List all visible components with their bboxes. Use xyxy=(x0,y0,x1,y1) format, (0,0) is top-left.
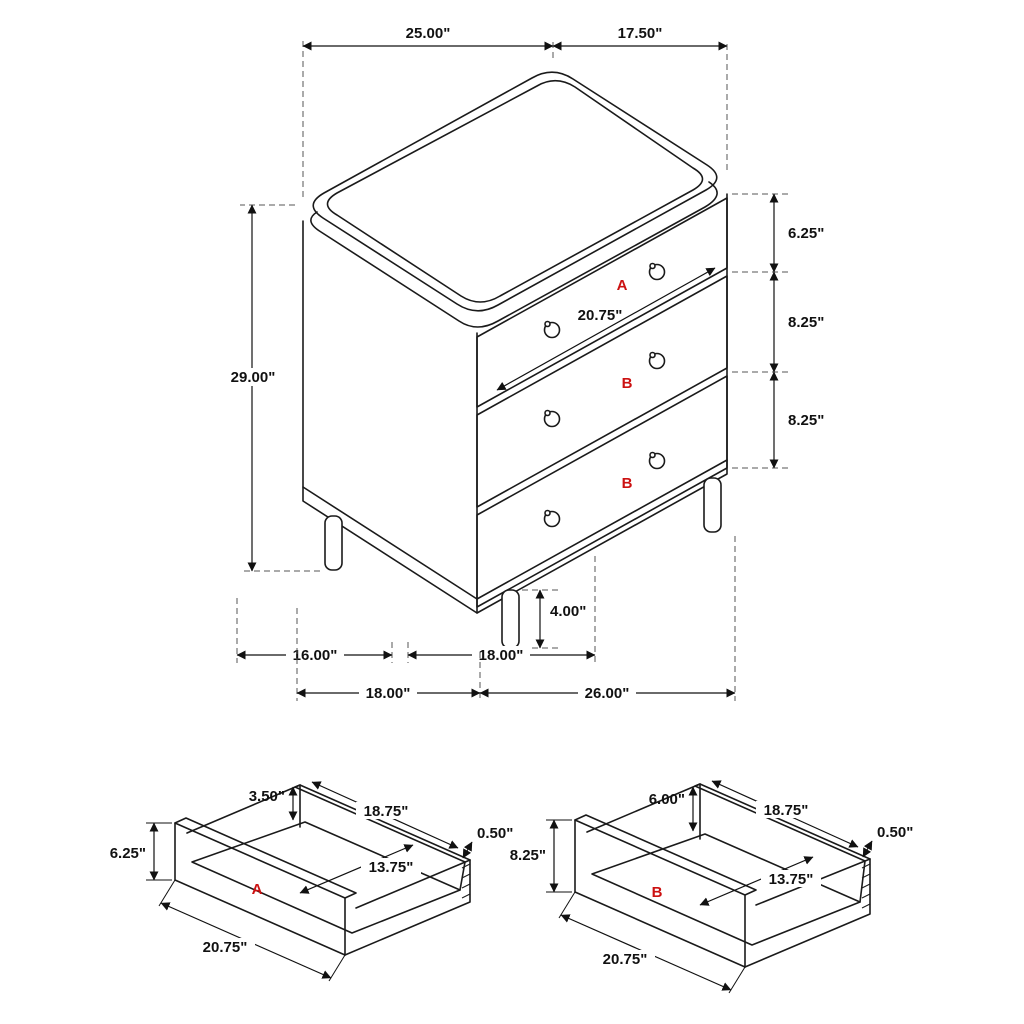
dim-top-width: 25.00" xyxy=(406,25,451,42)
drawer-b-front-top-edge xyxy=(574,814,757,896)
drawer-b-detail-view: 6.00" 18.75" 0.50" 13.75" 8.25" B 20.75" xyxy=(510,780,913,994)
knob-icon xyxy=(649,451,656,459)
dim-b-front-height: 8.25" xyxy=(510,847,546,864)
dim-a-wall-thickness: 0.50" xyxy=(477,825,513,842)
knob-icon xyxy=(544,409,551,417)
dim-a-box-height: 3.50" xyxy=(249,788,285,805)
dim-floor-span-right: 18.00" xyxy=(479,647,524,664)
dim-middle-drawer-height: 8.25" xyxy=(788,314,824,331)
dim-a-front-height: 6.25" xyxy=(110,845,146,862)
drawer-b-dimensions: 6.00" 18.75" 0.50" 13.75" 8.25" B 20.75" xyxy=(510,780,913,994)
drawer-b2-label: B xyxy=(622,475,633,492)
dim-b-inner-depth: 13.75" xyxy=(769,871,814,888)
knob-icon xyxy=(649,262,656,270)
drawer-a-dovetail-hatch xyxy=(461,863,471,899)
dim-a-inner-depth: 13.75" xyxy=(369,859,414,876)
drawer-b-dovetail-hatch xyxy=(861,863,871,909)
dim-overall-depth: 18.00" xyxy=(366,685,411,702)
dim-top-group: 25.00" 17.50" xyxy=(302,25,728,197)
dresser-top-edge xyxy=(310,181,718,328)
drawer-b-detail-label: B xyxy=(652,884,663,901)
dim-overall-height: 29.00" xyxy=(231,369,276,386)
drawer-a-front-top-edge xyxy=(174,817,357,899)
dresser-base-rail xyxy=(302,459,728,600)
drawer-b2-front xyxy=(476,375,728,608)
drawer-a-left-wall-edge xyxy=(186,784,301,834)
dim-overall-width: 26.00" xyxy=(585,685,630,702)
dresser-legs xyxy=(324,477,722,649)
leg-front xyxy=(501,589,520,649)
knob-icon xyxy=(649,351,656,359)
dim-top-drawer-height: 6.25" xyxy=(788,225,824,242)
knob-icon xyxy=(544,509,551,517)
dim-b-inner-width: 18.75" xyxy=(764,802,809,819)
drawer-b1-label: B xyxy=(622,375,633,392)
drawer-a-label: A xyxy=(617,277,628,294)
drawer-knobs xyxy=(543,262,666,528)
drawer-b-left-wall-edge xyxy=(586,783,701,833)
dresser-isometric-view: 25.00" 17.50" 29.00" 6.25" 8.25" 8.25" xyxy=(222,25,824,702)
drawer-a-front xyxy=(476,197,728,408)
dim-drawer-heights-group: 6.25" 8.25" 8.25" xyxy=(732,193,824,469)
dim-floor-span-left: 16.00" xyxy=(293,647,338,664)
dim-b-front-width: 20.75" xyxy=(603,951,648,968)
dim-floor-group: 16.00" 18.00" 18.00" 26.00" xyxy=(236,536,736,702)
leg-left xyxy=(324,515,343,571)
drawer-face-annotations: A 20.75" B B xyxy=(496,267,716,492)
drawer-a-dimensions: 3.50" 18.75" 0.50" 13.75" 6.25" A 20.75" xyxy=(110,781,513,982)
dresser-top-inner-outline xyxy=(326,79,704,303)
dim-leg-height-group: 4.00" xyxy=(522,589,586,649)
drawer-a-detail-label: A xyxy=(252,881,263,898)
dim-bottom-drawer-height: 8.25" xyxy=(788,412,824,429)
dim-leg-height: 4.00" xyxy=(550,603,586,620)
leg-right xyxy=(703,477,722,533)
knob-icon xyxy=(544,320,551,328)
drawer-a-detail-view: 3.50" 18.75" 0.50" 13.75" 6.25" A 20.75" xyxy=(110,781,513,982)
dim-a-inner-width: 18.75" xyxy=(364,803,409,820)
dim-drawer-width: 20.75" xyxy=(578,307,623,324)
dim-top-depth: 17.50" xyxy=(618,25,663,42)
dim-height-group: 29.00" xyxy=(222,204,320,572)
dim-a-front-width: 20.75" xyxy=(203,939,248,956)
dim-b-wall-thickness: 0.50" xyxy=(877,824,913,841)
dim-b-box-height: 6.00" xyxy=(649,791,685,808)
drawer-b-interior-bottom xyxy=(591,833,861,946)
